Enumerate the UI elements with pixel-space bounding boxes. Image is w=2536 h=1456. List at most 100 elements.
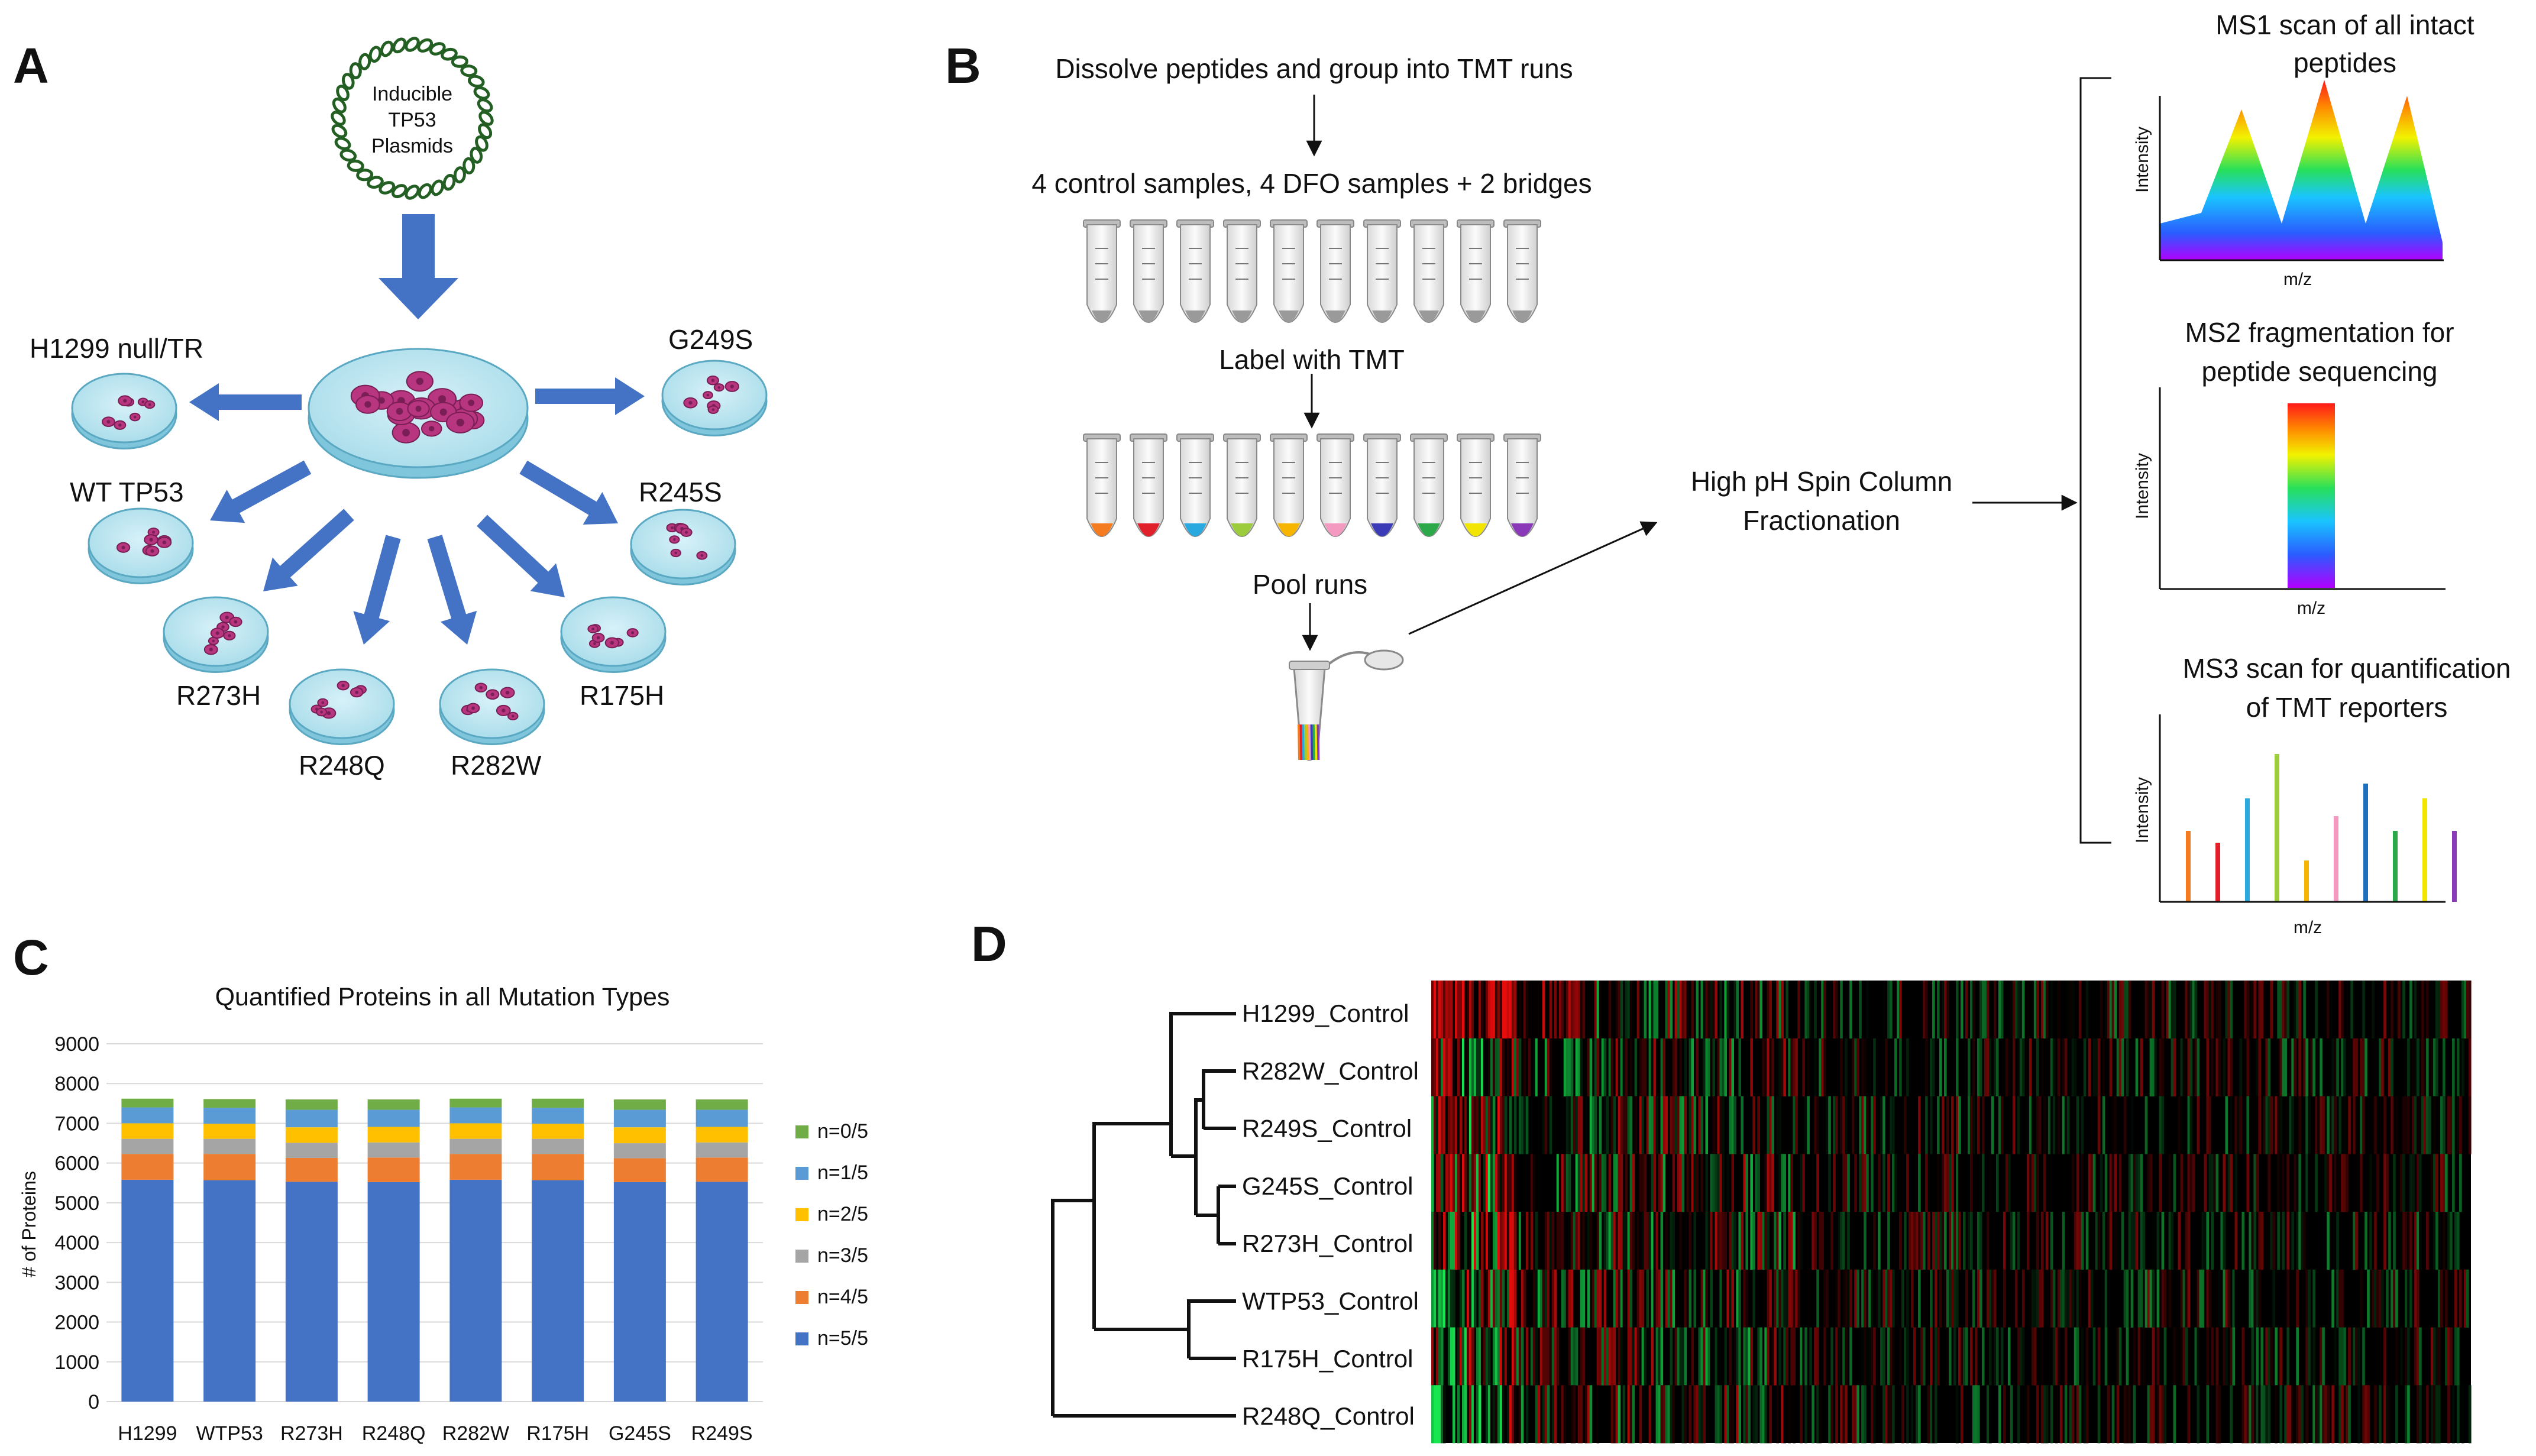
heatmap-cell [2194,1327,2198,1386]
heatmap-cell [1875,1269,1878,1328]
heatmap-cell [2218,1269,2221,1328]
heatmap-cell [1871,1269,1874,1328]
heatmap-cell [1925,1096,1928,1154]
heatmap-cell [1575,1327,1578,1386]
heatmap-cell [1981,1154,1985,1212]
heatmap-cell [1849,1327,1852,1386]
heatmap-cell [1672,1212,1675,1270]
heatmap-cell [1596,1269,1600,1328]
heatmap-cell [1478,981,1482,1039]
tube-body [1273,438,1304,537]
heatmap-cell [1431,1096,1434,1154]
heatmap-cell [2033,1154,2037,1212]
heatmap-cell [1880,1327,1883,1386]
dish-label-r245s: R245S [639,477,722,507]
tube-body [1133,224,1164,323]
heatmap-cell [2050,981,2053,1039]
tube-unlabeled [1316,219,1354,323]
heatmap-cell [1790,1154,1793,1212]
heatmap-cell [2374,1212,2377,1270]
heatmap-cell [1823,981,1826,1039]
heatmap-cell [1478,1269,1482,1328]
heatmap-cell [1537,981,1541,1039]
heatmap-cell [1502,1038,1505,1096]
heatmap-cell [1487,1385,1491,1444]
heatmap-cell [2057,1269,2060,1328]
bar-n=1/5 [203,1108,256,1124]
heatmap-cell [2334,1154,2337,1212]
heatmap-cell [2074,1327,2077,1386]
heatmap-cell [1717,1212,1720,1270]
heatmap-cell [2050,1385,2053,1444]
heatmap-cell [2163,1327,2167,1386]
heatmap-cell [2312,1269,2315,1328]
heatmap-cell [2066,1096,2070,1154]
heatmap-cell [1845,1385,1848,1444]
heatmap-cell [2227,1154,2231,1212]
heatmap-cell [2121,1212,2124,1270]
heatmap-cell [2258,1038,2262,1096]
heatmap-cell [1845,1212,1848,1270]
heatmap-cell [1497,981,1500,1039]
heatmap-cell [1724,1327,1728,1386]
heatmap-cell [1726,981,1730,1039]
heatmap-cell [1712,981,1716,1039]
heatmap-cell [2227,981,2231,1039]
bar-n=2/5 [449,1123,502,1139]
heatmap-cell [1485,981,1489,1039]
heatmap-cell [1535,1385,1538,1444]
heatmap-cell [2173,1385,2176,1444]
heatmap-cell [2003,1385,2006,1444]
heatmap-cell [2419,1385,2422,1444]
heatmap-cell [2435,1327,2438,1386]
x-tick-label: R175H [526,1422,589,1445]
heatmap-cell [1913,1212,1916,1270]
heatmap-cell [1802,1038,1805,1096]
heatmap-cell [1750,1327,1753,1386]
heatmap-cell [1835,1269,1838,1328]
heatmap-cell [1518,1327,1522,1386]
heatmap-cell [1442,981,1446,1039]
heatmap-cell [1715,1385,1718,1444]
heatmap-cell [1485,1327,1489,1386]
heatmap-cell [2019,1327,2023,1386]
heatmap-cell [2178,1212,2181,1270]
heatmap-cell [2010,981,2013,1039]
heatmap-cell [2277,1154,2280,1212]
dish-label-g249s: G249S [668,324,753,355]
heatmap-cell [1864,1327,1867,1386]
heatmap-cell [1492,981,1496,1039]
heatmap-cell [1639,1154,1642,1212]
heatmap-cell [1629,1212,1633,1270]
heatmap-cell [1946,1096,1949,1154]
heatmap-cell [1778,1096,1781,1154]
heatmap-cell [2057,1327,2060,1386]
heatmap-cell [1606,1096,1609,1154]
heatmap-cell [1988,1154,1992,1212]
heatmap-cell [1965,1269,1968,1328]
tube-unlabeled [1083,219,1121,323]
heatmap-cell [1892,1269,1895,1328]
heatmap-cell [1542,1096,1545,1154]
heatmap-cell [2424,1038,2427,1096]
heatmap-cell [1776,1212,1779,1270]
heatmap-cell [2100,981,2103,1039]
heatmap-cell [1866,1327,1869,1386]
heatmap-cell [1468,1385,1472,1444]
heatmap-cell [1660,1385,1664,1444]
tube-body [1367,224,1398,323]
heatmap-cell [1755,981,1758,1039]
heatmap-cell [1783,1269,1786,1328]
heatmap-cell [2275,1096,2278,1154]
bar-n=1/5 [285,1109,338,1128]
heatmap-cell [1783,1038,1786,1096]
heatmap-cell [1431,1327,1434,1386]
heatmap-row-label: R248Q_Control [1242,1402,1415,1430]
heatmap-cell [1629,1096,1633,1154]
heatmap-cell [1544,1269,1548,1328]
heatmap-cell [1457,1038,1460,1096]
heatmap-cell [1646,1096,1649,1154]
heatmap-cell [2331,1385,2334,1444]
heatmap-cell [1887,1154,1890,1212]
